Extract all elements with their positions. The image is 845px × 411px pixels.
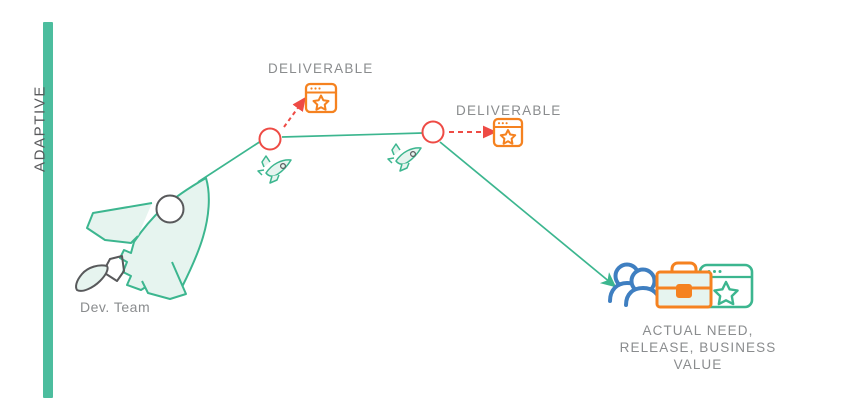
- browser-dot-1a: [310, 87, 313, 90]
- browser-star-icon-2[interactable]: [492, 117, 524, 148]
- journey-path: [197, 132, 617, 288]
- rocket-small-icon-2: [387, 143, 422, 172]
- deliverable-label-2: DELIVERABLE: [456, 103, 562, 118]
- browser-dot-2b: [501, 122, 504, 125]
- browser-dot-2a: [497, 122, 501, 125]
- path-segment-3: [439, 141, 617, 288]
- circle-node-icon[interactable]: [258, 127, 282, 151]
- outcome-cluster[interactable]: [608, 261, 754, 309]
- outcome-star-icon: [713, 280, 739, 306]
- rocket-small-flame-2: [387, 157, 395, 164]
- briefcase-icon[interactable]: [655, 261, 713, 309]
- rocket-small-body-2: [395, 147, 422, 165]
- dev-team-label: Dev. Team: [80, 299, 151, 315]
- circle-node-icon[interactable]: [421, 120, 445, 144]
- milestone-2[interactable]: [387, 117, 524, 172]
- star-icon-2: [499, 129, 517, 145]
- browser-star-icon-1[interactable]: [304, 82, 338, 114]
- browser-dot-1b: [314, 87, 317, 90]
- browser-frame-2[interactable]: [492, 117, 524, 148]
- deliverable-arrow-1: [283, 96, 306, 128]
- rocket-small-window-2: [410, 151, 417, 158]
- rocket-flame: [75, 264, 109, 292]
- outcome-browser-dot-b: [713, 270, 716, 273]
- adaptive-axis-bar: [43, 22, 53, 398]
- rocket-small-window-1: [280, 163, 287, 170]
- rocket-small-icon-1: [257, 155, 292, 184]
- rocket-nozzle: [102, 255, 125, 282]
- path-segment-2: [281, 132, 424, 138]
- deliverable-label-1: DELIVERABLE: [268, 61, 374, 76]
- person-body-front: [624, 285, 662, 307]
- path-segment-1: [197, 140, 262, 183]
- browser-frame-1[interactable]: [304, 82, 338, 114]
- star-icon-1: [312, 94, 330, 111]
- rocket-small-fin-top-2: [391, 143, 401, 156]
- rocket-small-fin-bot-1: [269, 174, 280, 184]
- outcome-label: ACTUAL NEED, RELEASE, BUSINESS VALUE: [619, 323, 777, 372]
- rocket-window: [155, 194, 185, 224]
- rocket-fin-lower: [141, 261, 187, 300]
- browser-dot-1c: [318, 87, 321, 90]
- outcome-browser-dot-c: [718, 270, 722, 273]
- browser-dot-2c: [505, 122, 508, 125]
- rocket-small-fin-top-1: [261, 155, 271, 168]
- rocket-small-body-1: [265, 159, 292, 177]
- briefcase-latch: [676, 284, 692, 298]
- people-icon[interactable]: [608, 262, 662, 307]
- rocket-large-icon: [75, 177, 210, 300]
- rocket-small-fin-bot-2: [399, 162, 410, 172]
- rocket-fin-upper: [86, 202, 153, 244]
- rocket-small-flame-1: [257, 169, 265, 176]
- adaptive-axis-label: ADAPTIVE: [31, 85, 49, 172]
- milestone-1[interactable]: [257, 82, 338, 184]
